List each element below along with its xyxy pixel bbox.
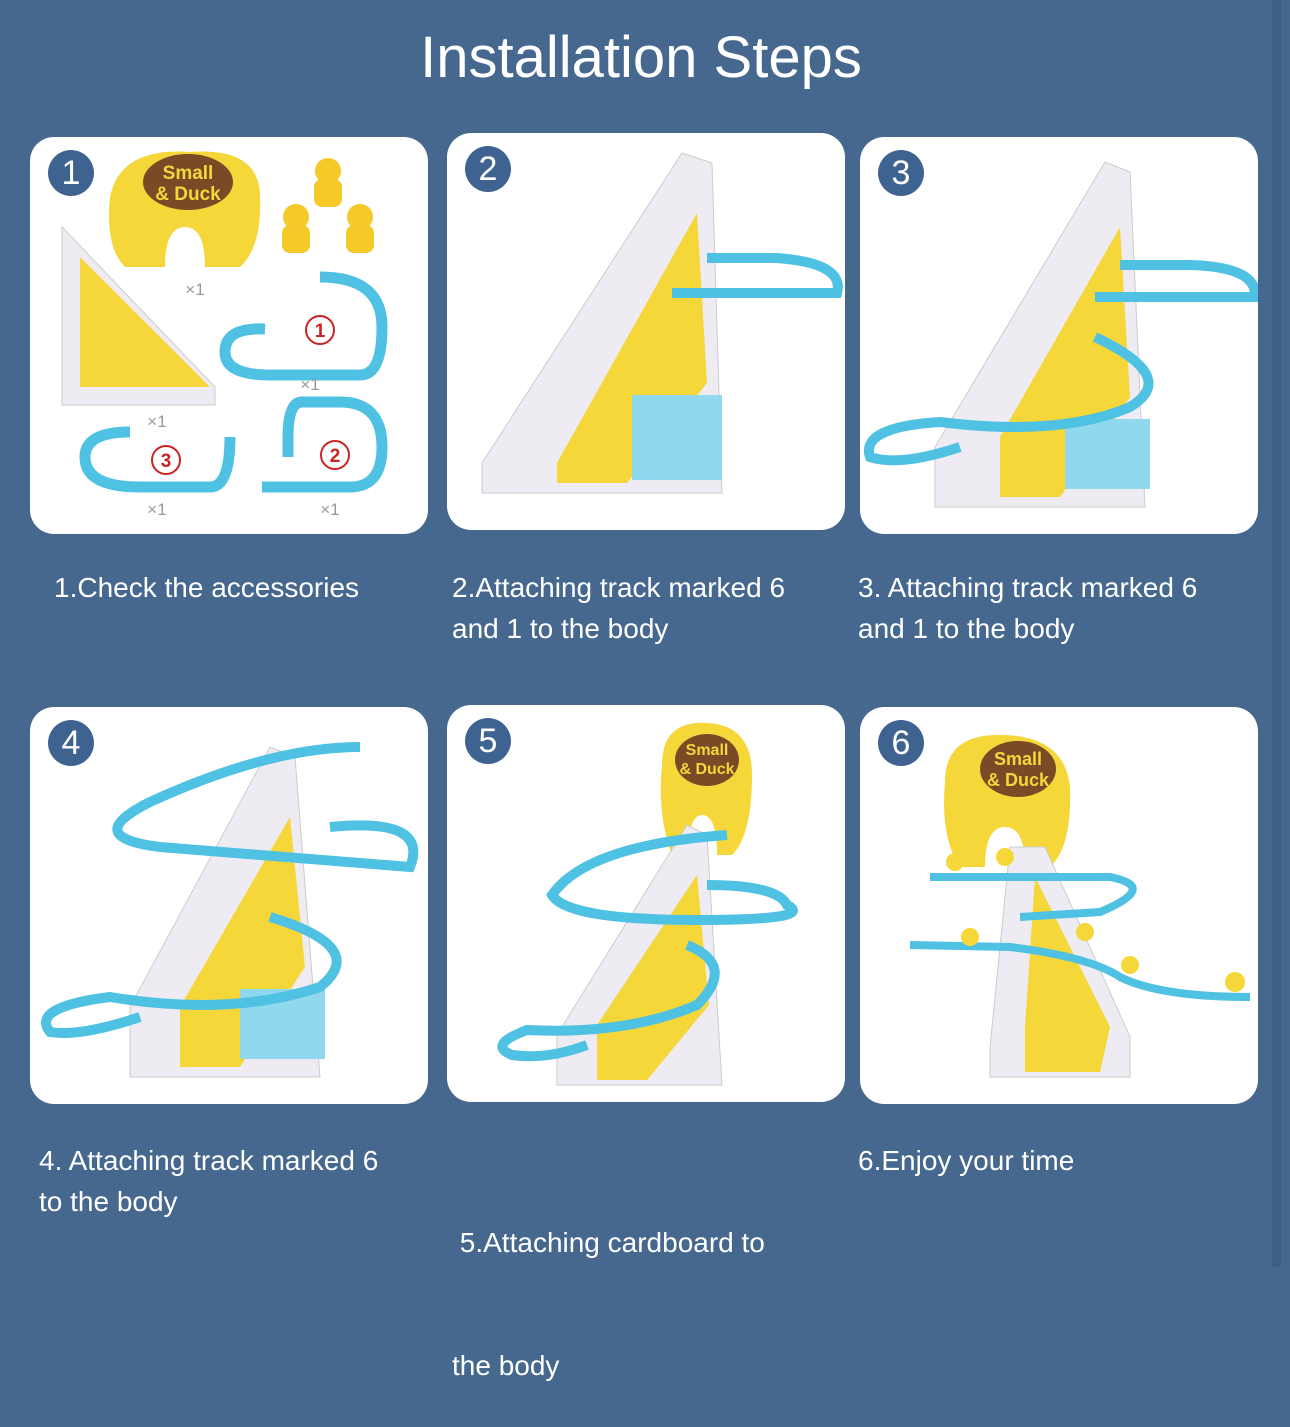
page-title: Installation Steps <box>420 25 862 90</box>
step-4-caption: 4. Attaching track marked 6 to the body <box>39 1140 439 1222</box>
quantity-label: ×1 <box>300 375 319 394</box>
step-6-caption: 6.Enjoy your time <box>858 1140 1258 1181</box>
caption-line: and 1 to the body <box>452 613 669 644</box>
cardboard-logo-text: & Duck <box>987 770 1050 790</box>
caption-line: to the body <box>39 1186 178 1217</box>
step-2-card: 2 <box>447 133 845 530</box>
step-2-illustration <box>481 152 843 494</box>
step-3-caption: 3. Attaching track marked 6 and 1 to the… <box>858 567 1258 649</box>
caption-line: 1.Check the accessories <box>54 572 360 603</box>
quantity-label: ×1 <box>320 500 339 519</box>
step-number-badge: 3 <box>878 150 924 196</box>
caption-line: 2.Attaching track marked 6 <box>452 572 786 603</box>
step-5-illustration: Small & Duck <box>497 722 798 1086</box>
step-number-badge: 2 <box>465 146 511 192</box>
track-number-1: 1 <box>315 321 326 342</box>
step-1-caption: 1.Check the accessories <box>54 567 454 608</box>
caption-line: the body <box>452 1350 560 1381</box>
caption-line: 4. Attaching track marked 6 <box>39 1145 379 1176</box>
quantity-label: ×1 <box>147 500 166 519</box>
step-number-badge: 5 <box>465 718 511 764</box>
step-4-illustration <box>41 742 419 1078</box>
step-number-badge: 1 <box>48 150 94 196</box>
step-1-card: 1 Small & Duck 1 2 3 ×1 ×1 ×1 ×1 ×1 <box>30 137 428 534</box>
track-number-3: 3 <box>161 451 172 472</box>
step-4-card: 4 <box>30 707 428 1104</box>
step-6-card: 6 Small & Duck <box>860 707 1258 1104</box>
cardboard-logo-text: Small <box>994 749 1042 769</box>
caption-line: and 1 to the body <box>858 613 1075 644</box>
cardboard-logo-text: Small <box>686 742 729 759</box>
cardboard-logo-text: & Duck <box>679 761 734 778</box>
step-number-badge: 4 <box>48 720 94 766</box>
svg-text:& Duck: & Duck <box>155 184 221 205</box>
quantity-label: ×1 <box>185 280 204 299</box>
step-5-card: 5 Small & Duck <box>447 705 845 1102</box>
step-6-illustration: Small & Duck <box>909 734 1251 1078</box>
step-number-badge: 6 <box>878 720 924 766</box>
caption-line: 6.Enjoy your time <box>858 1145 1075 1176</box>
edge-strip <box>1272 0 1281 1267</box>
svg-text:Small: Small <box>163 163 214 184</box>
caption-line: 3. Attaching track marked 6 <box>858 572 1198 603</box>
caption-line: 5.Attaching cardboard to <box>452 1227 765 1258</box>
accessories-illustration: Small & Duck 1 2 3 ×1 ×1 ×1 ×1 ×1 <box>61 151 388 519</box>
step-3-illustration <box>863 161 1258 508</box>
step-5-caption: 5.Attaching cardboard to the body <box>452 1140 852 1427</box>
quantity-label: ×1 <box>147 412 166 431</box>
step-3-card: 3 <box>860 137 1258 534</box>
step-2-caption: 2.Attaching track marked 6 and 1 to the … <box>452 567 852 649</box>
track-number-2: 2 <box>330 446 341 467</box>
